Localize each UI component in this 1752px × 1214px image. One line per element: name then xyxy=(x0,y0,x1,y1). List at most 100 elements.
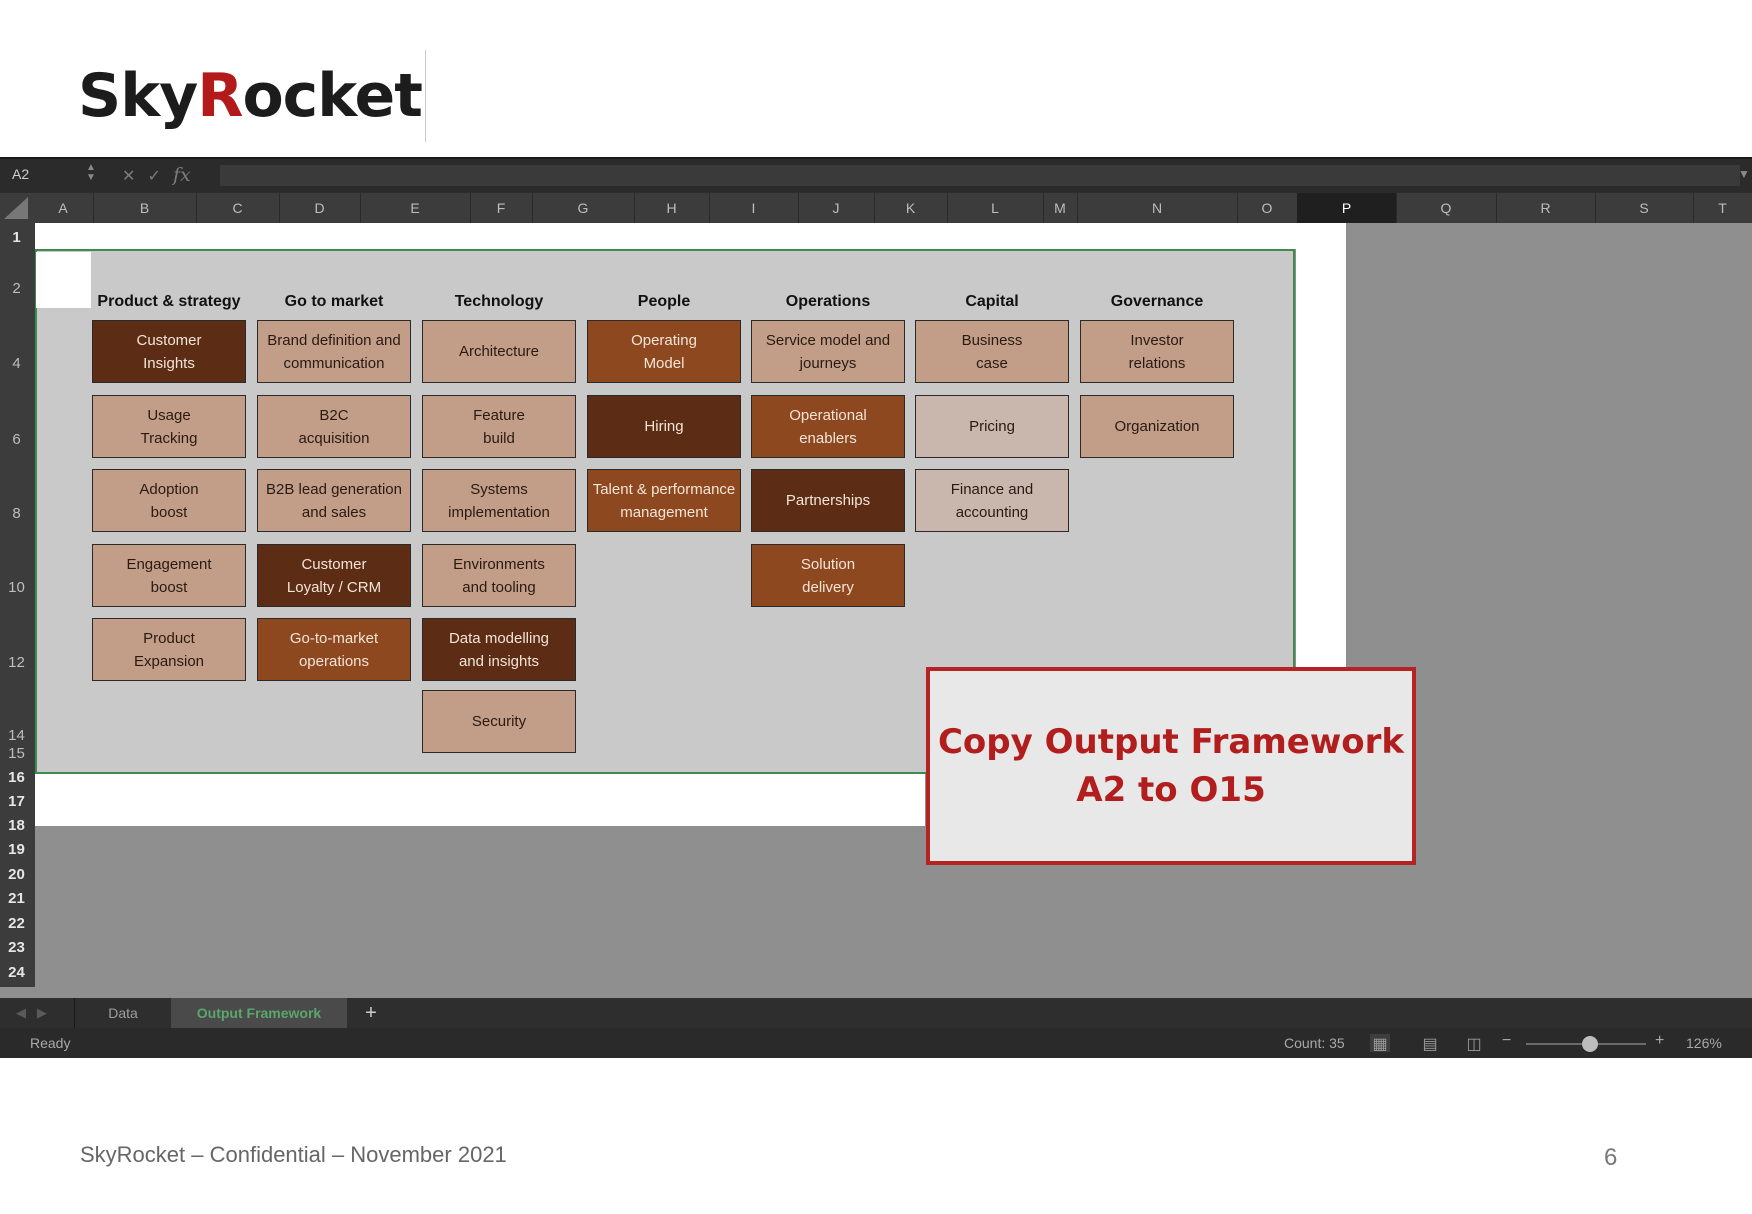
add-sheet-button[interactable]: + xyxy=(365,1002,377,1024)
framework-cell-engagement-boost[interactable]: Engagement boost xyxy=(92,544,246,607)
select-all-corner[interactable] xyxy=(0,193,33,223)
framework-cell-organization[interactable]: Organization xyxy=(1080,395,1234,458)
column-header-g[interactable]: G xyxy=(577,200,589,216)
column-header-d[interactable]: D xyxy=(314,200,325,216)
fx-icon[interactable]: fx xyxy=(173,164,191,186)
framework-cell-solution-delivery[interactable]: Solution delivery xyxy=(751,544,905,607)
row-header-2[interactable]: 2 xyxy=(12,280,21,297)
column-header-m[interactable]: M xyxy=(1054,200,1066,216)
column-separator xyxy=(470,193,471,223)
sheet-row-1[interactable] xyxy=(35,223,1345,249)
row-header-12[interactable]: 12 xyxy=(8,654,25,671)
row-header-1[interactable]: 1 xyxy=(12,229,21,246)
row-header-22[interactable]: 22 xyxy=(8,915,25,932)
row-header-24[interactable]: 24 xyxy=(8,964,25,981)
row-header-20[interactable]: 20 xyxy=(8,866,25,883)
framework-cell-go-to-market-operations[interactable]: Go-to-market operations xyxy=(257,618,411,681)
name-box[interactable]: A2 xyxy=(12,166,30,182)
column-header-e[interactable]: E xyxy=(410,200,420,216)
framework-cell-finance-and-accounting[interactable]: Finance and accounting xyxy=(915,469,1069,532)
column-separator xyxy=(360,193,361,223)
page-layout-view-icon[interactable]: ▤ xyxy=(1422,1036,1438,1053)
normal-view-icon[interactable]: ▦ xyxy=(1370,1034,1390,1053)
framework-cell-hiring[interactable]: Hiring xyxy=(587,395,741,458)
column-header-b[interactable]: B xyxy=(139,200,150,216)
framework-cell-investor-relations[interactable]: Investor relations xyxy=(1080,320,1234,383)
formula-input[interactable] xyxy=(220,165,1740,186)
row-header-6[interactable]: 6 xyxy=(12,431,21,448)
column-header-j[interactable]: J xyxy=(832,200,840,216)
row-header-10[interactable]: 10 xyxy=(8,579,25,596)
framework-cell-systems-implementation[interactable]: Systems implementation xyxy=(422,469,576,532)
framework-cell-pricing[interactable]: Pricing xyxy=(915,395,1069,458)
column-header-q[interactable]: Q xyxy=(1440,200,1452,216)
column-header-bar: A B C D E F G H I J K L M N O P Q R S T xyxy=(0,193,1752,223)
framework-header-capital: Capital xyxy=(965,293,1019,310)
column-header-c[interactable]: C xyxy=(232,200,243,216)
row-header-4[interactable]: 4 xyxy=(12,355,21,372)
framework-cell-service-model-and-journeys[interactable]: Service model and journeys xyxy=(751,320,905,383)
zoom-slider-handle[interactable] xyxy=(1582,1036,1598,1052)
column-header-f[interactable]: F xyxy=(496,200,506,216)
framework-cell-customer-insights[interactable]: Customer Insights xyxy=(92,320,246,383)
row-header-17[interactable]: 17 xyxy=(8,793,25,810)
column-header-t[interactable]: T xyxy=(1718,200,1727,216)
row-header-21[interactable]: 21 xyxy=(8,890,25,907)
sheet-rows-16-17[interactable] xyxy=(35,774,925,826)
framework-header-go-to-market: Go to market xyxy=(284,293,384,310)
row-header-23[interactable]: 23 xyxy=(8,939,25,956)
framework-cell-brand-definition-and-communication[interactable]: Brand definition and communication xyxy=(257,320,411,383)
column-header-r[interactable]: R xyxy=(1540,200,1551,216)
framework-cell-architecture[interactable]: Architecture xyxy=(422,320,576,383)
row-header-15[interactable]: 15 xyxy=(8,745,25,762)
active-cell-a2[interactable] xyxy=(36,252,91,308)
confirm-icon[interactable]: ✓ xyxy=(147,166,161,185)
framework-cell-adoption-boost[interactable]: Adoption boost xyxy=(92,469,246,532)
name-box-stepper-icon[interactable]: ▲▼ xyxy=(86,162,96,183)
framework-cell-product-expansion[interactable]: Product Expansion xyxy=(92,618,246,681)
column-header-l[interactable]: L xyxy=(991,200,999,216)
column-header-a[interactable]: A xyxy=(58,200,68,216)
framework-cell-environments-and-tooling[interactable]: Environments and tooling xyxy=(422,544,576,607)
framework-cell-partnerships[interactable]: Partnerships xyxy=(751,469,905,532)
column-header-k[interactable]: K xyxy=(905,200,916,216)
column-header-o[interactable]: O xyxy=(1261,200,1273,216)
column-separator xyxy=(634,193,635,223)
column-separator xyxy=(532,193,533,223)
framework-cell-b-c-acquisition[interactable]: B2C acquisition xyxy=(257,395,411,458)
zoom-in-icon[interactable]: + xyxy=(1655,1032,1665,1049)
row-header-19[interactable]: 19 xyxy=(8,841,25,858)
page-break-view-icon[interactable]: ◫ xyxy=(1466,1036,1482,1053)
framework-cell-usage-tracking[interactable]: Usage Tracking xyxy=(92,395,246,458)
row-header-18[interactable]: 18 xyxy=(8,817,25,834)
framework-cell-feature-build[interactable]: Feature build xyxy=(422,395,576,458)
column-separator xyxy=(709,193,710,223)
column-header-p[interactable]: P xyxy=(1297,193,1396,223)
framework-cell-security[interactable]: Security xyxy=(422,690,576,753)
tab-nav-arrows-icon[interactable]: ◀ ▶ xyxy=(16,1005,47,1020)
framework-cell-b-b-lead-generation-and-sales[interactable]: B2B lead generation and sales xyxy=(257,469,411,532)
column-header-n[interactable]: N xyxy=(1151,200,1163,216)
framework-cell-talent-performance-management[interactable]: Talent & performance management xyxy=(587,469,741,532)
framework-header-technology: Technology xyxy=(454,293,544,310)
row-header-16[interactable]: 16 xyxy=(8,769,25,786)
formula-icons: ✕ ✓ fx xyxy=(122,164,191,186)
tab-output-framework[interactable]: Output Framework xyxy=(171,998,347,1028)
column-header-s[interactable]: S xyxy=(1639,200,1649,216)
framework-cell-operational-enablers[interactable]: Operational enablers xyxy=(751,395,905,458)
framework-cell-data-modelling-and-insights[interactable]: Data modelling and insights xyxy=(422,618,576,681)
framework-header-governance: Governance xyxy=(1110,293,1204,310)
row-header-8[interactable]: 8 xyxy=(12,505,21,522)
column-header-i[interactable]: I xyxy=(751,200,756,216)
framework-cell-business-case[interactable]: Business case xyxy=(915,320,1069,383)
tab-data[interactable]: Data xyxy=(74,998,172,1028)
framework-cell-customer-loyalty-crm[interactable]: Customer Loyalty / CRM xyxy=(257,544,411,607)
cancel-icon[interactable]: ✕ xyxy=(122,166,136,185)
framework-cell-operating-model[interactable]: Operating Model xyxy=(587,320,741,383)
column-header-h[interactable]: H xyxy=(666,200,677,216)
formula-expand-icon[interactable]: ▼ xyxy=(1738,167,1750,181)
row-header-14[interactable]: 14 xyxy=(8,727,25,744)
zoom-level[interactable]: 126% xyxy=(1686,1035,1722,1051)
zoom-out-icon[interactable]: − xyxy=(1502,1032,1512,1049)
